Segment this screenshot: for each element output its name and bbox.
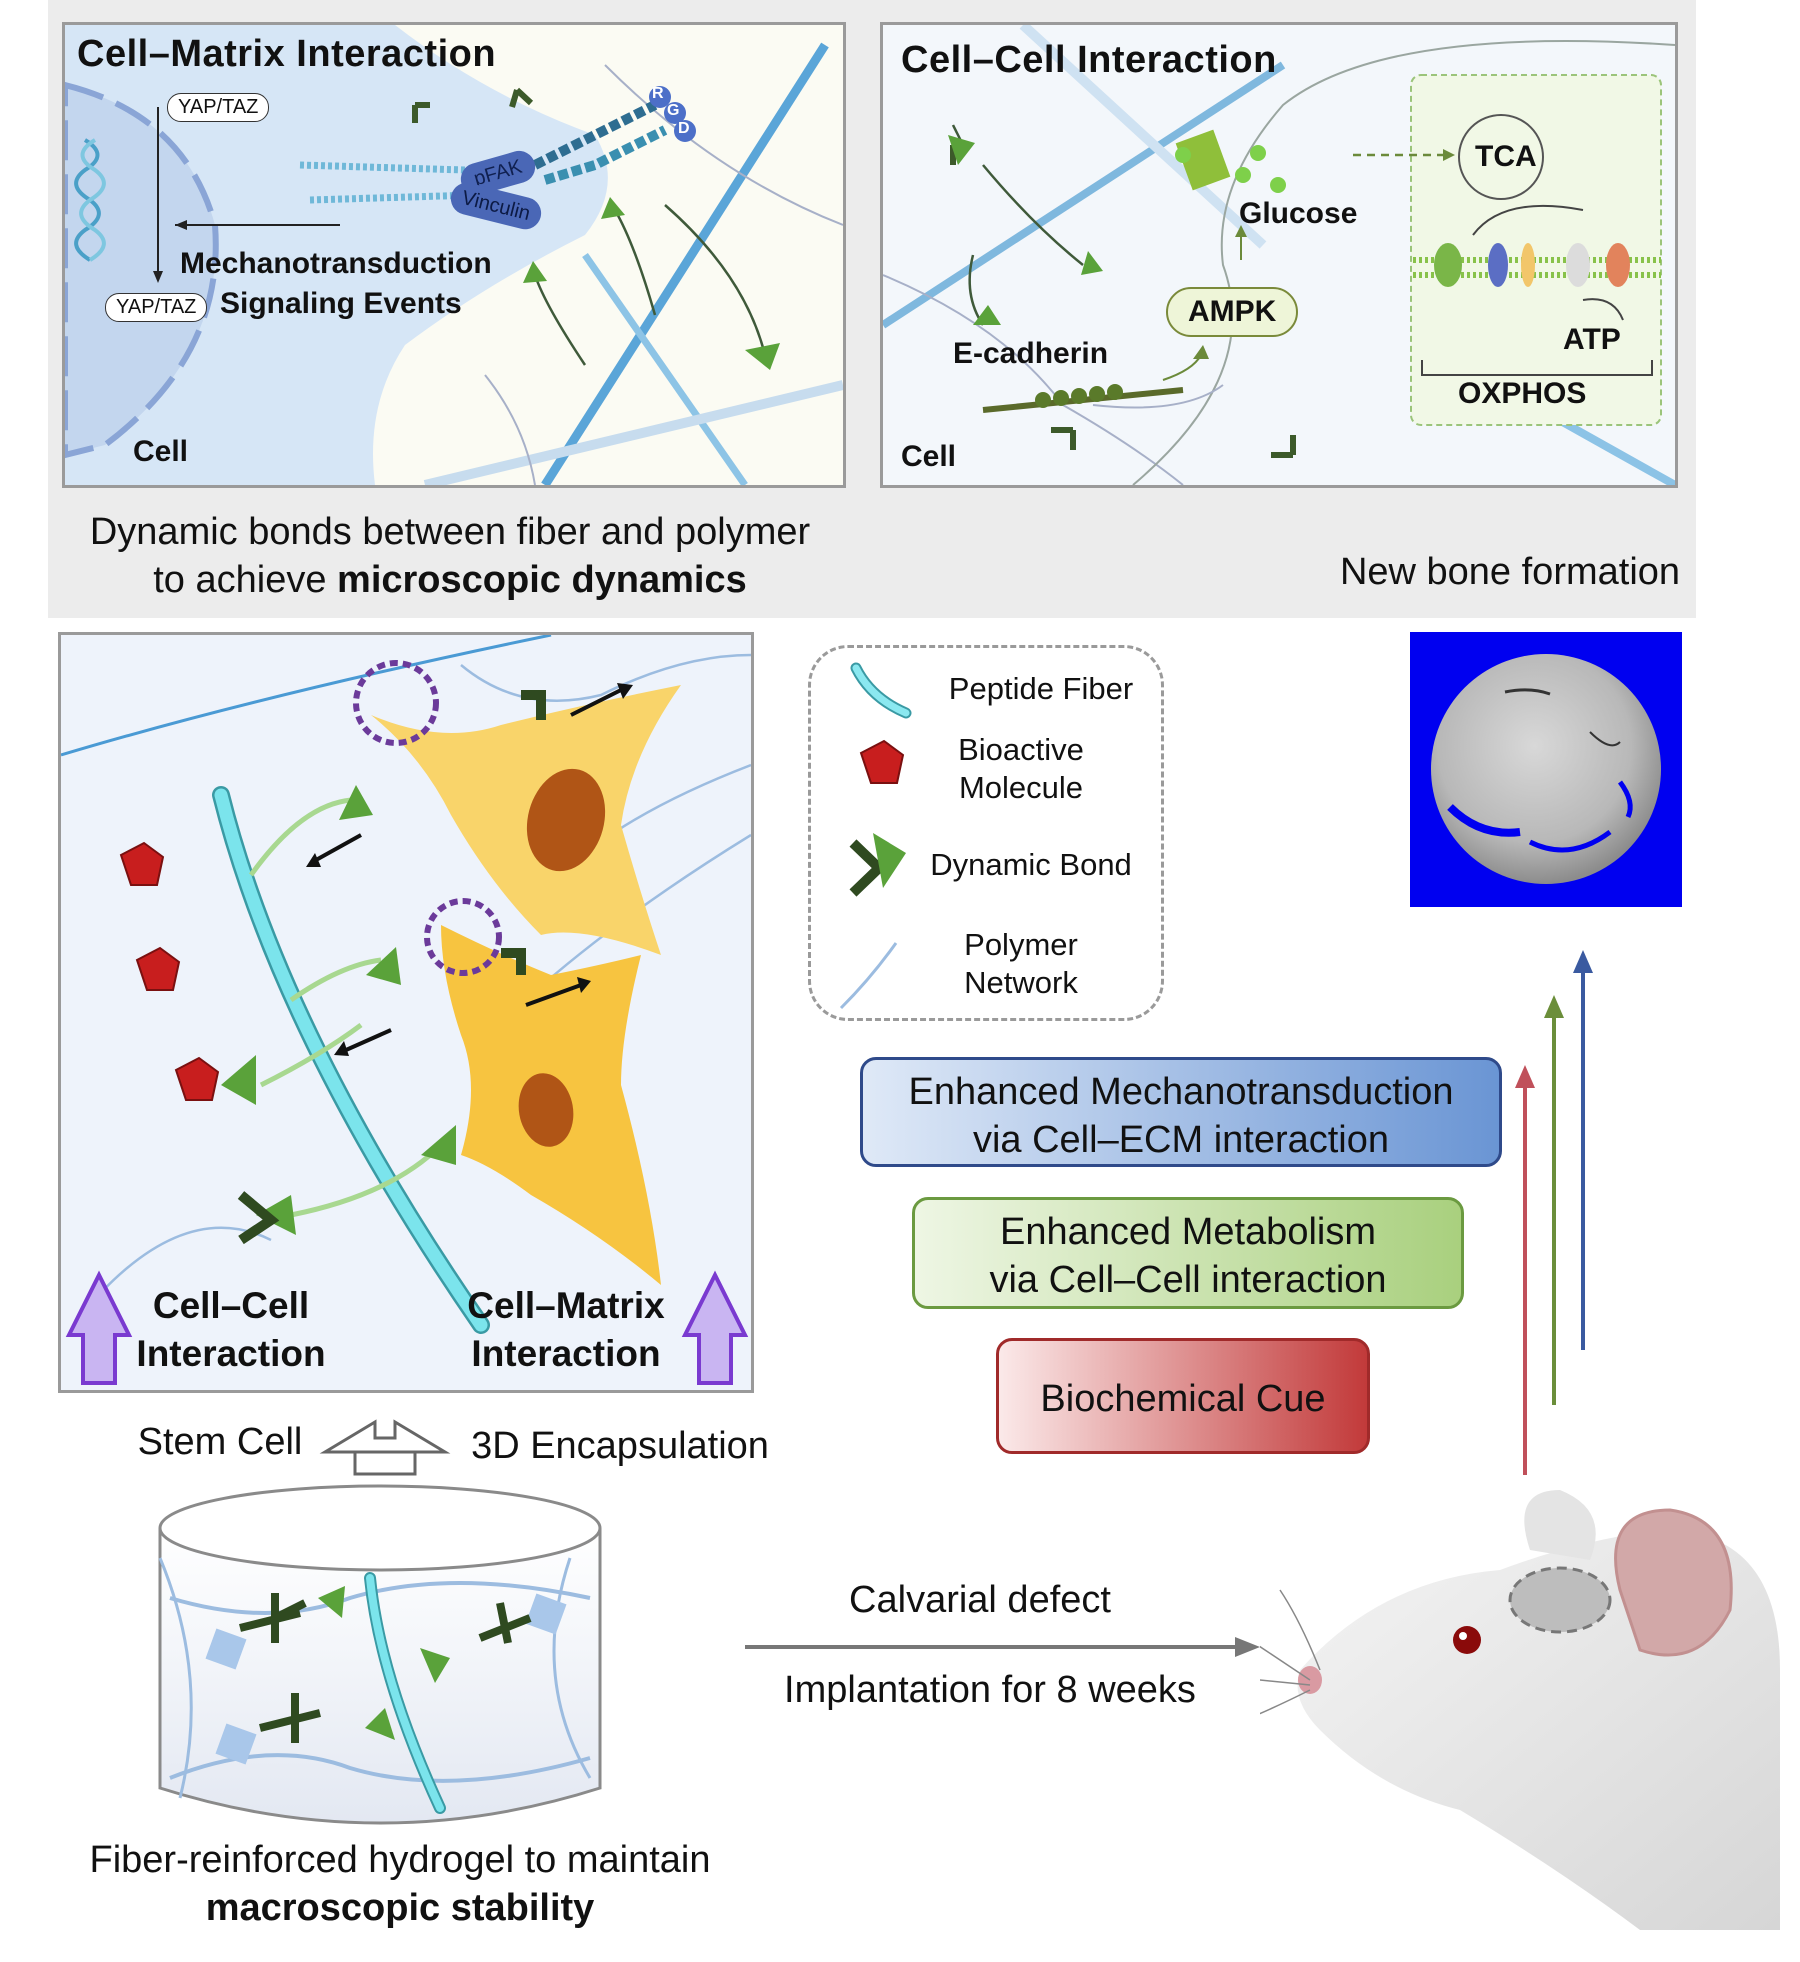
encapsulation-arrow-icon <box>319 1419 451 1476</box>
mechano-box-line1: Enhanced Mechanotransduction <box>908 1071 1454 1113</box>
legend-box: Peptide Fiber Bioactive Molecule Dynamic… <box>808 645 1164 1021</box>
mechanotransduction-label: Mechanotransduction <box>180 247 492 280</box>
dynamic-bond-icon <box>849 833 906 897</box>
ecadherin-label: E-cadherin <box>953 337 1109 370</box>
yaptaz-label-top: YAP/TAZ <box>167 93 270 122</box>
micro-ct-scan-image <box>1410 632 1682 907</box>
fiber-hydrogel-caption: Fiber-reinforced hydrogel to maintain ma… <box>40 1836 760 1932</box>
caption-bold: microscopic dynamics <box>337 559 747 601</box>
oxphos-label: OXPHOS <box>1458 377 1587 410</box>
metab-box-line2: via Cell–Cell interaction <box>989 1259 1387 1301</box>
mouse-eye <box>1453 1626 1481 1654</box>
mouse-ear <box>1614 1508 1733 1657</box>
micro-ct-skull-disc <box>1431 654 1661 884</box>
calvarial-defect-label: Calvarial defect <box>849 1579 1111 1621</box>
legend-peptide-fiber-label: Peptide Fiber <box>948 671 1134 706</box>
metab-box-line1: Enhanced Metabolism <box>1000 1211 1376 1253</box>
legend-polymer-line2: Network <box>964 965 1078 1000</box>
biochemical-cue-box: Biochemical Cue <box>996 1338 1370 1454</box>
blue-arrowhead <box>1573 950 1593 973</box>
atp-label: ATP <box>1563 323 1621 356</box>
dynamic-bonds-caption-line1: Dynamic bonds between fiber and polymer <box>89 511 811 553</box>
polymer-network-icon <box>839 942 898 1010</box>
progression-arrows <box>1515 950 1593 1475</box>
dynamic-bonds-caption-line2: to achieve microscopic dynamics <box>40 556 860 604</box>
yaptaz-label-bottom: YAP/TAZ <box>105 293 208 322</box>
rgd-g: G <box>667 102 680 119</box>
calvarial-defect-marker <box>1508 1566 1612 1634</box>
cell-cell-interaction-label-line1: Cell–Cell <box>152 1285 310 1326</box>
bioactive-molecule-icon <box>859 739 905 784</box>
hydrogel-cylinder <box>158 1484 602 1825</box>
hydrogel-detail-illustration <box>61 635 751 1385</box>
rgd-d: D <box>678 120 690 137</box>
green-arrowhead <box>1544 995 1564 1018</box>
signaling-events-label: Signaling Events <box>220 287 462 320</box>
legend-polymer-line1: Polymer <box>964 927 1078 962</box>
legend-bioactive-line1: Bioactive <box>958 732 1084 767</box>
mouse-illustration <box>1260 1490 1780 1930</box>
oxphos-bracket <box>1421 360 1653 376</box>
cell-label: Cell <box>901 440 957 473</box>
fiber-hydrogel-caption-line2: macroscopic stability <box>40 1884 760 1932</box>
red-arrowhead <box>1515 1065 1535 1088</box>
cell-label: Cell <box>133 435 189 468</box>
mechano-box-line2: via Cell–ECM interaction <box>972 1119 1390 1161</box>
ampk-label: AMPK <box>1166 287 1299 337</box>
cell-matrix-interaction-label-line1: Cell–Matrix <box>467 1285 665 1326</box>
legend-bioactive-line2: Molecule <box>958 770 1084 805</box>
cell-cell-illustration <box>883 25 1675 485</box>
stem-cell-label: Stem Cell <box>137 1421 303 1463</box>
cell-matrix-panel: Cell–Matrix Interaction YAP/TAZ YAP/TAZ … <box>62 22 846 488</box>
cell-matrix-illustration <box>65 25 843 485</box>
3d-encapsulation-label: 3D Encapsulation <box>471 1425 769 1467</box>
fiber-hydrogel-caption-line1: Fiber-reinforced hydrogel to maintain <box>89 1839 711 1881</box>
cell-matrix-interaction-label-line2: Interaction <box>471 1333 661 1374</box>
rgd-r: R <box>652 85 664 102</box>
enhanced-mechanotransduction-box: Enhanced Mechanotransduction via Cell–EC… <box>860 1057 1502 1167</box>
fiber-hydrogel-caption-bold: macroscopic stability <box>205 1887 595 1929</box>
implantation-label: Implantation for 8 weeks <box>784 1669 1196 1711</box>
legend-dynamic-bond-label: Dynamic Bond <box>930 847 1132 882</box>
cell-cell-title: Cell–Cell Interaction <box>901 39 1277 81</box>
cell-matrix-title: Cell–Matrix Interaction <box>77 33 497 75</box>
enhanced-metabolism-box: Enhanced Metabolism via Cell–Cell intera… <box>912 1197 1464 1309</box>
hydrogel-detail-panel: Cell–Cell Interaction Cell–Matrix Intera… <box>58 632 754 1393</box>
glucose-label: Glucose <box>1239 197 1358 230</box>
cell-cell-interaction-label-line2: Interaction <box>136 1333 326 1374</box>
tca-label: TCA <box>1475 140 1537 173</box>
biochem-box-label: Biochemical Cue <box>1040 1378 1326 1420</box>
cell-cell-panel: Cell–Cell Interaction TCA Glucose AMPK E… <box>880 22 1678 488</box>
caption-prefix: to achieve <box>153 559 338 601</box>
legend-icons <box>839 662 912 1010</box>
new-bone-formation-label: New bone formation <box>1339 551 1681 593</box>
dynamic-bonds-caption: Dynamic bonds between fiber and polymer … <box>40 508 860 604</box>
implantation-arrow <box>745 1637 1260 1657</box>
